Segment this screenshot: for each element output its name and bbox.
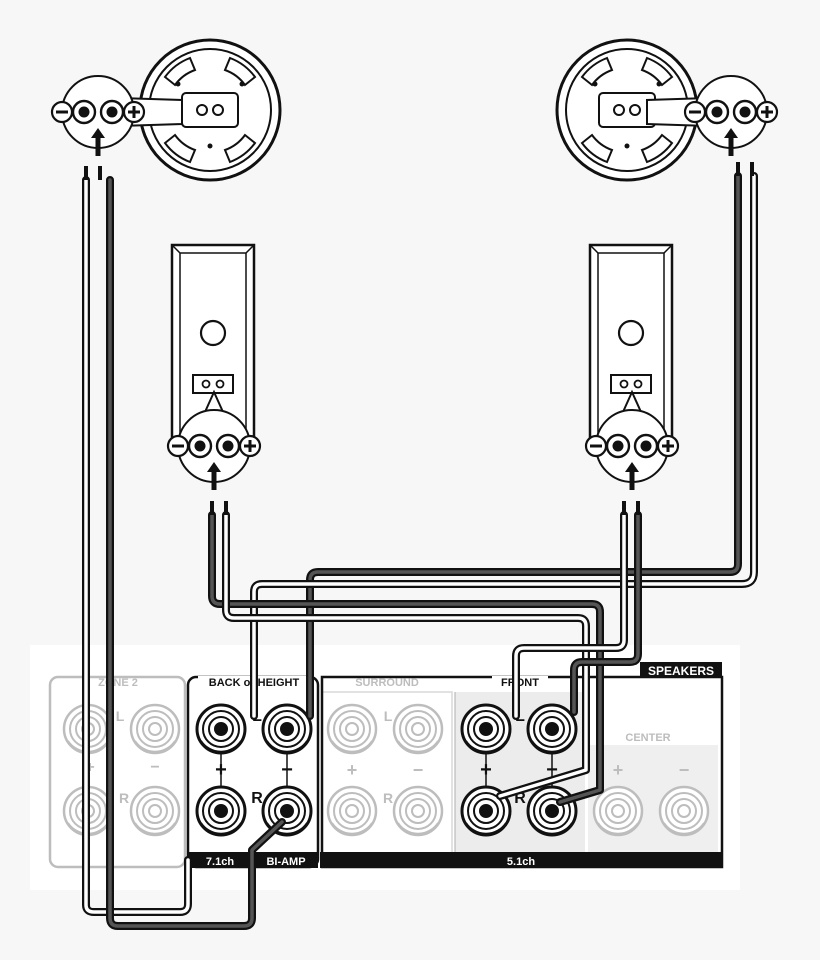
speakers-label-bar bbox=[640, 662, 722, 678]
zone2-minus-right-terminal[interactable] bbox=[129, 785, 181, 837]
speakers-label: SPEAKERS bbox=[648, 664, 714, 678]
label-surround: SURROUND bbox=[355, 677, 419, 689]
terminal-minus-icon bbox=[166, 434, 190, 458]
zone2-frame bbox=[48, 675, 187, 869]
label-biamp: BI-AMP bbox=[266, 856, 305, 868]
front-minus-left-terminal[interactable] bbox=[526, 703, 578, 755]
back-plus-left-terminal[interactable] bbox=[195, 703, 247, 755]
callout-right-ceiling bbox=[646, 75, 779, 156]
terminal-minus-icon bbox=[683, 100, 707, 124]
front-minus-right-terminal[interactable] bbox=[526, 785, 578, 837]
cable-left-bookshelf-white bbox=[222, 511, 590, 800]
zone2-left-letter: L bbox=[116, 708, 125, 724]
cable-right-bookshelf-black bbox=[570, 511, 642, 716]
back-minus-right-terminal[interactable] bbox=[261, 785, 313, 837]
center-plus-terminal[interactable] bbox=[592, 785, 644, 837]
arrow-up-icon bbox=[91, 128, 105, 156]
surround-plus-left-terminal[interactable] bbox=[326, 703, 378, 755]
front-plus-left-terminal[interactable] bbox=[460, 703, 512, 755]
label-center: CENTER bbox=[625, 732, 670, 744]
bottom-bar-51 bbox=[320, 852, 722, 868]
cable-left-ceiling-white bbox=[82, 176, 192, 916]
zone2-minus: − bbox=[150, 759, 159, 776]
back-minus-left-terminal[interactable] bbox=[261, 703, 313, 755]
cable-fork-left-bookshelf bbox=[210, 501, 228, 515]
back-plus-right-terminal[interactable] bbox=[195, 785, 247, 837]
surround-minus-right-terminal[interactable] bbox=[392, 785, 444, 837]
terminal-minus-icon bbox=[50, 100, 74, 124]
label-zone2: ZONE 2 bbox=[98, 677, 138, 689]
label-71ch: 7.1ch bbox=[206, 856, 234, 868]
label-front: FRONT bbox=[501, 677, 539, 689]
label-51ch: 5.1ch bbox=[507, 856, 535, 868]
bookshelf-speaker-icon bbox=[588, 243, 674, 442]
terminal-callouts bbox=[50, 75, 779, 490]
ceiling-speaker-left bbox=[138, 38, 282, 182]
surround-right-letter: R bbox=[383, 790, 393, 806]
terminal-minus-icon bbox=[584, 434, 608, 458]
cable-fork-left-ceiling bbox=[84, 166, 102, 180]
cable-fork-right-bookshelf bbox=[622, 501, 640, 515]
cable-fork-right-ceiling bbox=[736, 162, 754, 176]
surround-left-letter: L bbox=[384, 708, 393, 724]
callout-left-bookshelf bbox=[166, 389, 262, 490]
center-minus: − bbox=[679, 760, 690, 780]
zone2-right-letter: R bbox=[119, 790, 129, 806]
surround-plus: + bbox=[347, 760, 358, 780]
cable-right-ceiling-black bbox=[306, 172, 742, 720]
callout-right-bookshelf bbox=[584, 389, 680, 490]
surround-minus-left-terminal[interactable] bbox=[392, 703, 444, 755]
arrow-up-icon bbox=[724, 128, 738, 156]
speaker-cables bbox=[82, 162, 758, 930]
zone2-minus-left-terminal[interactable] bbox=[129, 703, 181, 755]
back-right-letter: R bbox=[251, 790, 263, 807]
surround-plus-right-terminal[interactable] bbox=[326, 785, 378, 837]
surround-minus: − bbox=[413, 760, 424, 780]
terminal-plus-icon bbox=[122, 100, 146, 124]
arrow-up-icon bbox=[625, 462, 639, 490]
center-plus: + bbox=[613, 760, 624, 780]
cable-right-ceiling-white bbox=[250, 172, 758, 720]
bookshelf-speaker-right bbox=[588, 243, 674, 442]
cable-left-ceiling-black bbox=[106, 176, 286, 930]
arrow-up-icon bbox=[207, 462, 221, 490]
center-minus-terminal[interactable] bbox=[658, 785, 710, 837]
terminal-plus-icon bbox=[656, 434, 680, 458]
cable-right-bookshelf-white bbox=[512, 511, 628, 720]
callout-left-ceiling bbox=[50, 75, 183, 156]
terminal-plus-icon bbox=[755, 100, 779, 124]
receiver-back-panel: SPEAKERS 7.1ch BI-AMP 5.1ch ZONE 2 BACK … bbox=[30, 645, 740, 890]
binding-posts bbox=[62, 703, 710, 837]
terminal-plus-icon bbox=[238, 434, 262, 458]
cable-left-bookshelf-black bbox=[208, 511, 604, 806]
front-left-letter: L bbox=[515, 708, 525, 725]
ceiling-speaker-icon bbox=[138, 38, 282, 182]
